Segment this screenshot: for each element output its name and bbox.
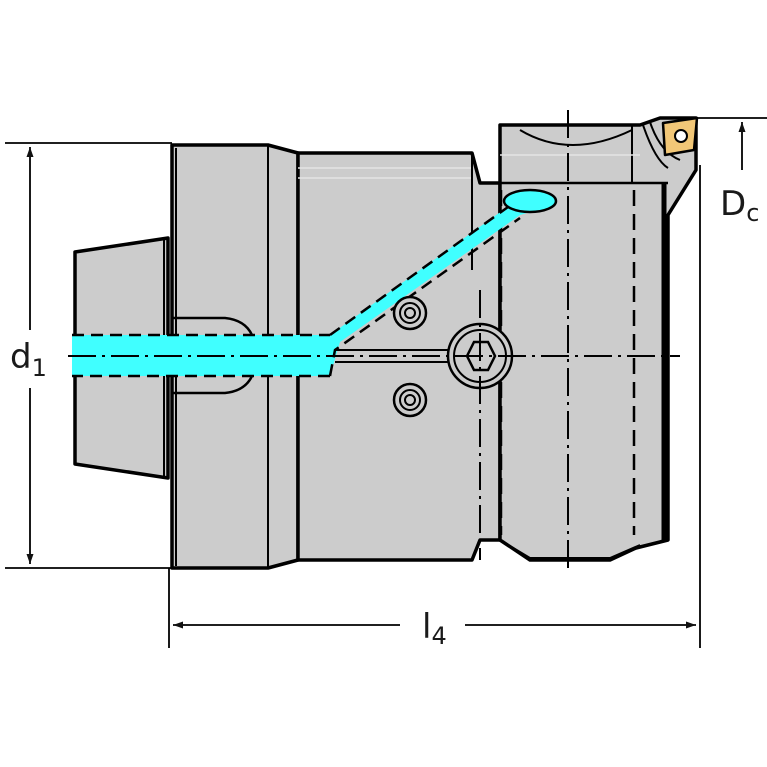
cutting-head	[498, 116, 698, 562]
dimension-d1: d1	[5, 142, 172, 569]
dimension-Dc: Dc	[696, 117, 767, 227]
cutting-insert	[661, 116, 699, 157]
center-lines	[68, 110, 680, 570]
label-l4: l4	[422, 607, 447, 650]
label-Dc: Dc	[720, 184, 759, 227]
screw-top	[392, 295, 428, 331]
label-d1: d1	[10, 337, 47, 382]
radial-channel	[335, 349, 448, 363]
flange-recess	[172, 316, 254, 395]
screw-bottom	[392, 382, 428, 418]
dimension-l4: l4	[168, 165, 701, 650]
